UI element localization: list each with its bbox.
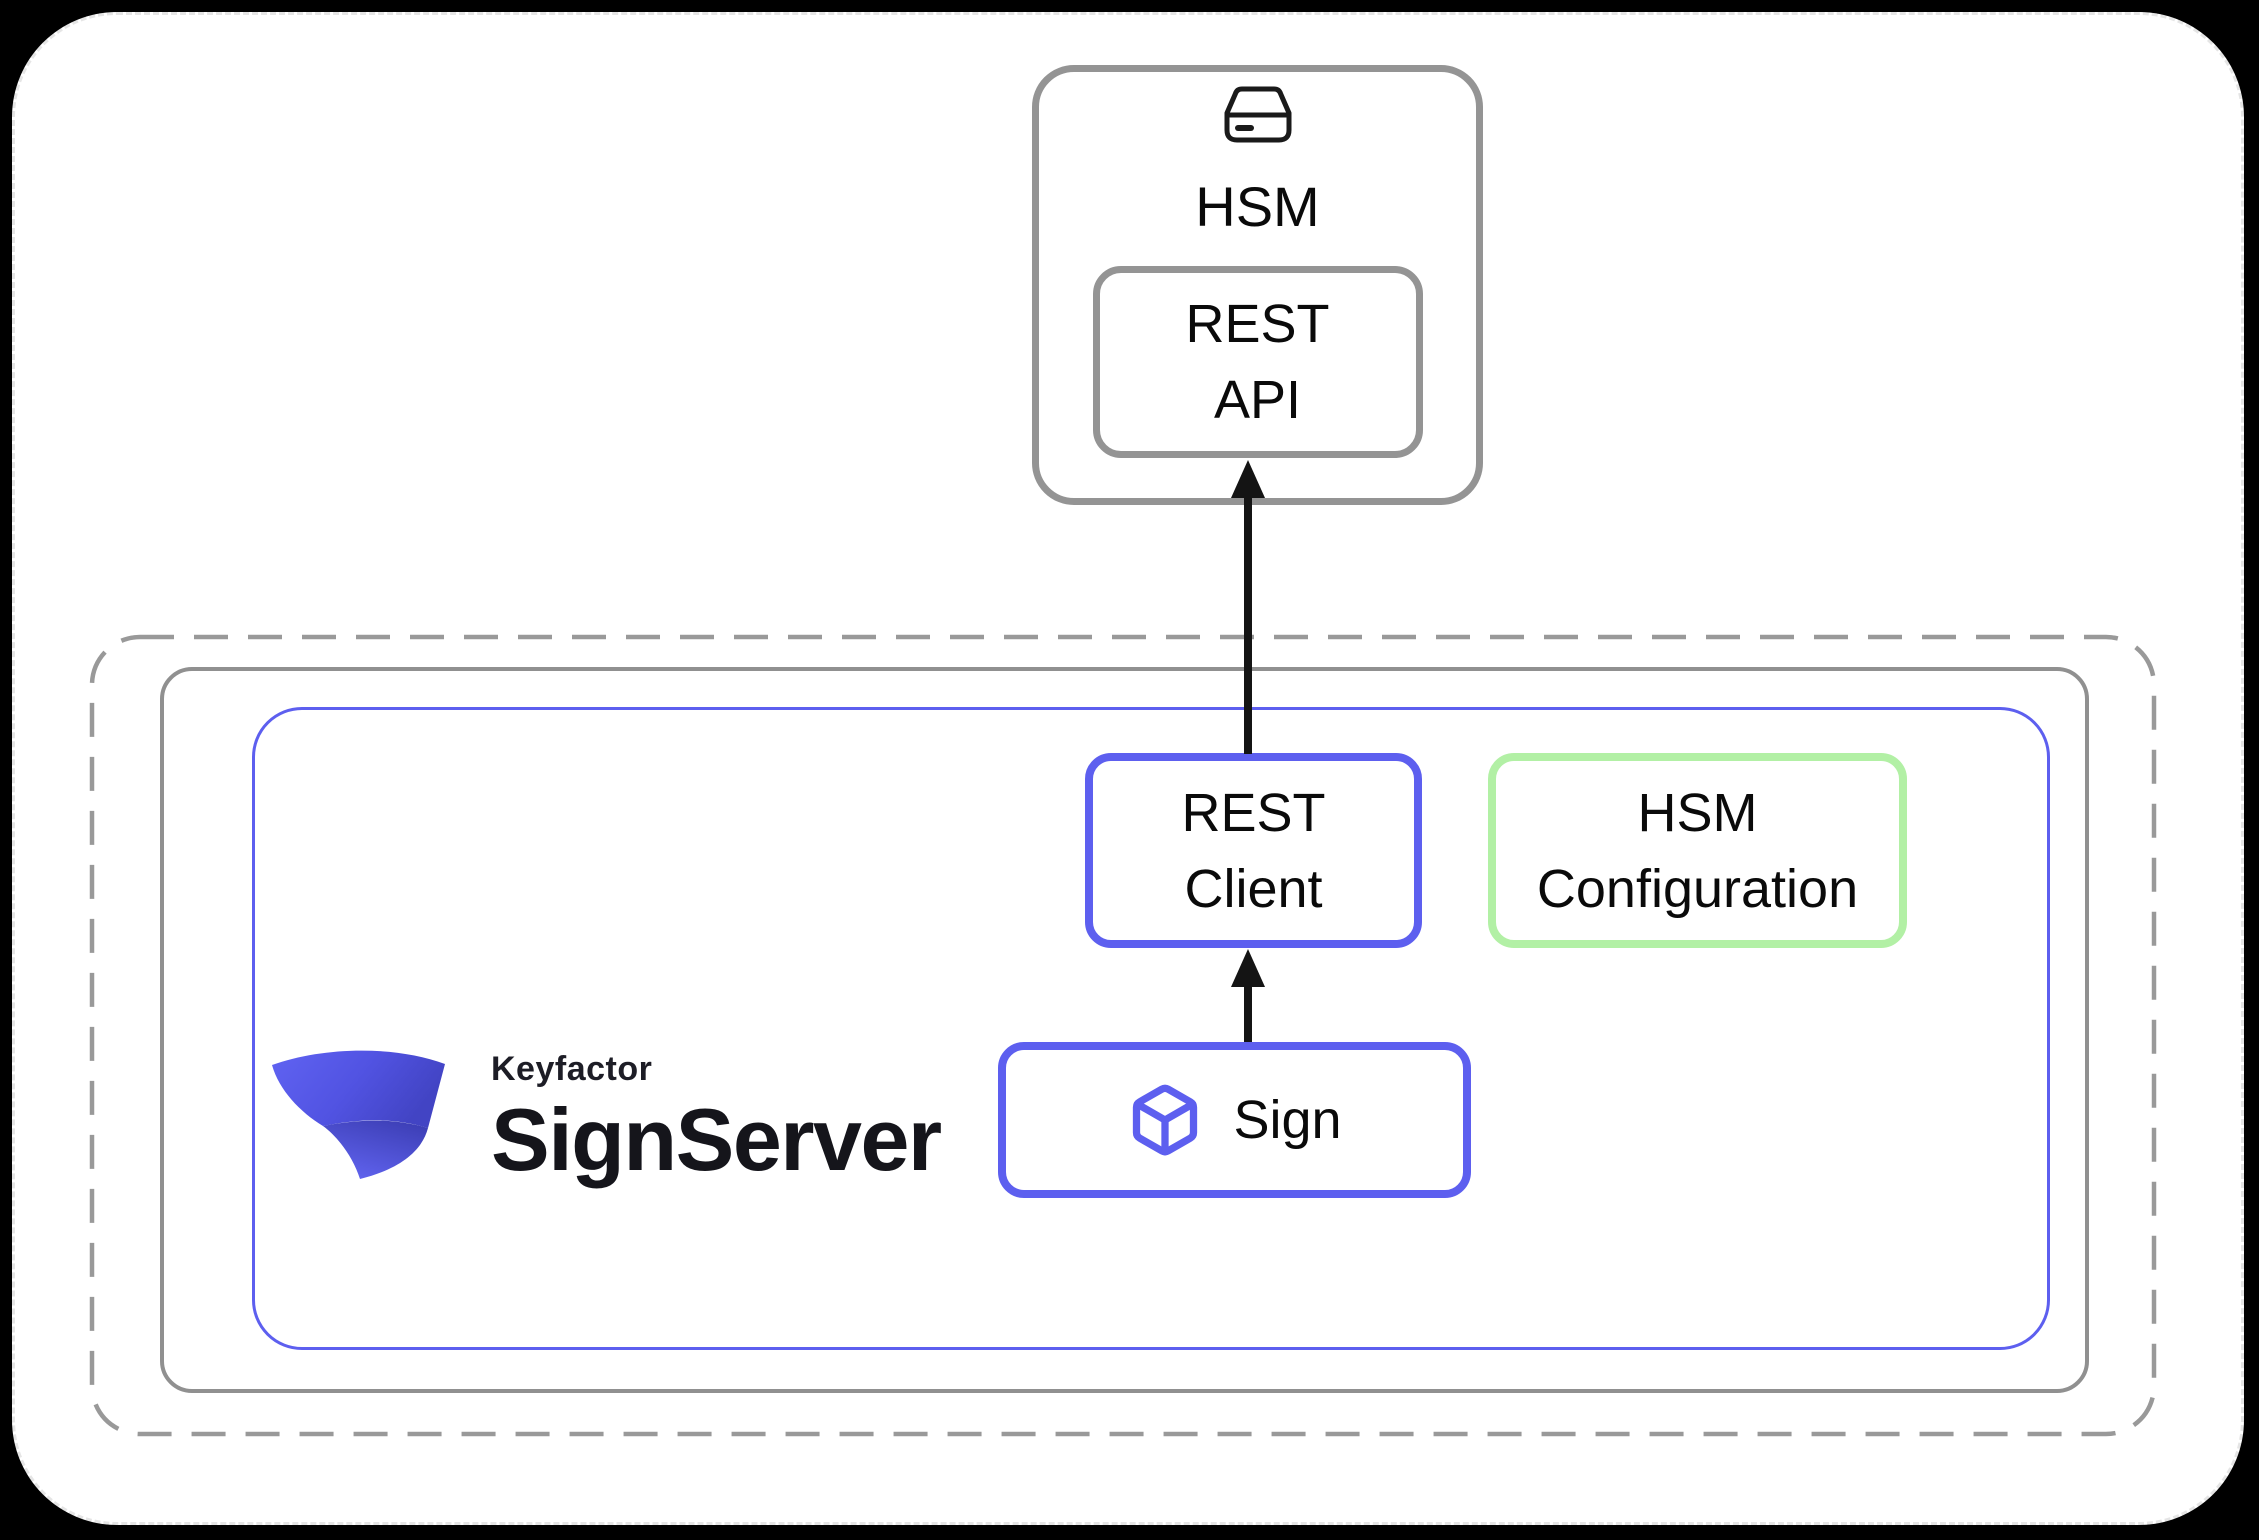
rest-api-label-line2: API bbox=[1213, 370, 1302, 430]
logo-product-name: SignServer bbox=[491, 1090, 942, 1189]
arrow-shaft bbox=[1244, 983, 1252, 1042]
hsm-configuration-label-line2: Configuration bbox=[1536, 858, 1859, 919]
hsm-configuration-box: HSM Configuration bbox=[1488, 753, 1907, 948]
rest-api-label-line1: REST bbox=[1185, 294, 1330, 354]
arrow-shaft bbox=[1244, 494, 1252, 754]
gray-host-container bbox=[160, 667, 2089, 1393]
sign-worker-box: Sign bbox=[998, 1042, 1471, 1198]
rest-client-box: REST Client bbox=[1085, 753, 1422, 948]
dashed-boundary-container bbox=[89, 634, 2157, 1437]
rest-client-label-line1: REST bbox=[1181, 782, 1326, 843]
arrow-head-icon bbox=[1231, 460, 1265, 498]
hsm-device-icon bbox=[1224, 86, 1291, 143]
logo-brand-name: Keyfactor bbox=[491, 1050, 653, 1088]
keyfactor-signserver-logo: Keyfactor SignServer bbox=[270, 1048, 942, 1189]
cube-icon bbox=[1133, 1084, 1198, 1156]
rest-api-box: REST API bbox=[1092, 266, 1423, 458]
arrow-head-icon bbox=[1231, 949, 1265, 987]
arrow-restclient-to-restapi bbox=[1231, 460, 1265, 754]
hsm-node-title: HSM bbox=[1195, 175, 1320, 238]
sign-worker-label: Sign bbox=[1233, 1090, 1342, 1150]
arrow-sign-to-restclient bbox=[1231, 949, 1265, 1042]
hsm-configuration-label-line1: HSM bbox=[1637, 782, 1758, 843]
hsm-node-box: HSM REST API bbox=[1032, 65, 1483, 505]
signserver-container bbox=[252, 707, 2050, 1350]
logo-text-block: Keyfactor SignServer bbox=[491, 1048, 942, 1189]
rest-client-label-line2: Client bbox=[1184, 858, 1323, 919]
keyfactor-logo-mark-icon bbox=[272, 1050, 445, 1179]
